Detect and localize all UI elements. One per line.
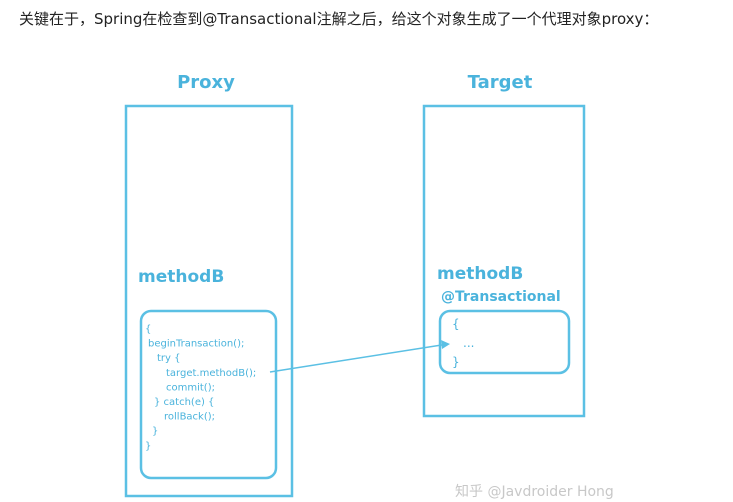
watermark: 知乎 @Javdroider Hong	[455, 484, 614, 500]
proxy-code-line: }	[145, 441, 151, 452]
proxy-code-line: target.methodB();	[166, 368, 256, 379]
proxy-code-line: {	[145, 324, 151, 335]
proxy-title: Proxy	[177, 72, 235, 93]
target-code-line: {	[452, 317, 460, 331]
target-code-box	[438, 309, 571, 375]
proxy-code-line: }	[152, 426, 158, 437]
target-method-label: methodB	[437, 264, 523, 284]
proxy-code-box	[139, 309, 278, 480]
proxy-code-line: rollBack();	[164, 412, 215, 423]
proxy-code-line: try {	[157, 353, 181, 364]
delegation-arrow	[269, 343, 449, 373]
proxy-code-line: } catch(e) {	[154, 397, 214, 408]
target-code-line: }	[452, 355, 460, 369]
intro-text: 关键在于，Spring在检查到@Transactional注解之后，给这个对象生…	[19, 10, 659, 28]
proxy-code-line: commit();	[166, 382, 215, 393]
target-annotation: @Transactional	[441, 289, 561, 305]
proxy-code-line: beginTransaction();	[148, 339, 244, 350]
target-code-block: {...}	[452, 317, 474, 369]
proxy-method-label: methodB	[138, 267, 224, 287]
target-box	[422, 104, 586, 418]
proxy-box	[124, 104, 294, 498]
proxy-code-block: { beginTransaction(); try { target.methodB(…	[145, 324, 256, 452]
target-title: Target	[468, 72, 533, 93]
target-code-line: ...	[463, 336, 474, 350]
arrow-head	[441, 340, 450, 349]
